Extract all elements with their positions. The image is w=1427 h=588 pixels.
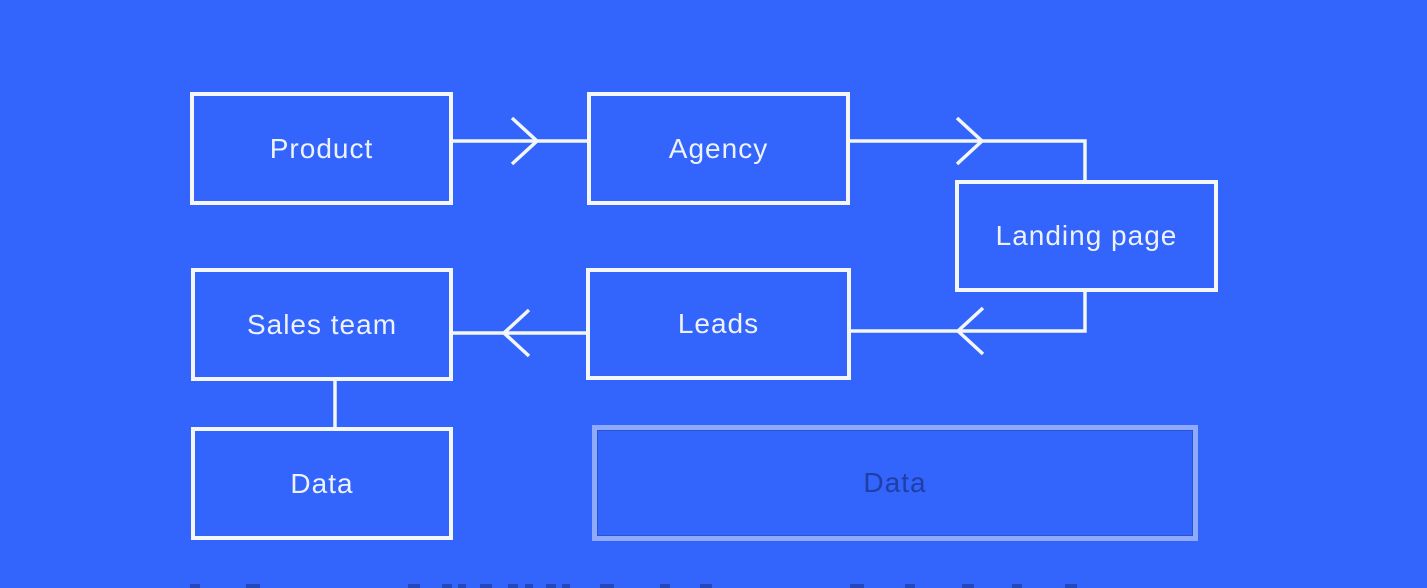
node-data-label: Data — [290, 467, 354, 499]
node-data-placeholder[interactable]: Data — [592, 425, 1198, 541]
node-landing-page[interactable]: Landing page — [955, 180, 1218, 292]
node-sales-team-label: Sales team — [246, 308, 398, 340]
cutoff-text-artifacts — [0, 582, 1427, 588]
node-sales-team[interactable]: Sales team — [191, 268, 453, 381]
edge-agency-landing-page[interactable] — [849, 116, 1087, 180]
node-product[interactable]: Product — [190, 92, 453, 205]
arrowhead-right-icon[interactable] — [510, 116, 540, 166]
edge-line[interactable] — [851, 292, 1087, 333]
arrowhead-right-icon[interactable] — [955, 116, 985, 166]
arrowhead-left-icon[interactable] — [501, 308, 531, 358]
node-agency[interactable]: Agency — [587, 92, 850, 205]
node-agency-label: Agency — [668, 132, 769, 164]
node-leads-label: Leads — [677, 308, 760, 339]
node-product-label: Product — [269, 132, 374, 164]
edge-line[interactable] — [849, 139, 1087, 180]
node-data-placeholder-label: Data — [863, 467, 927, 498]
edge-landing-page-leads[interactable] — [851, 292, 1087, 356]
node-leads[interactable]: Leads — [586, 268, 851, 380]
arrowhead-left-icon[interactable] — [955, 306, 985, 356]
node-data[interactable]: Data — [191, 427, 453, 540]
node-landing-page-label: Landing page — [995, 220, 1178, 251]
edge-leads-sales-team[interactable] — [453, 308, 586, 358]
edge-product-agency[interactable] — [453, 116, 587, 166]
